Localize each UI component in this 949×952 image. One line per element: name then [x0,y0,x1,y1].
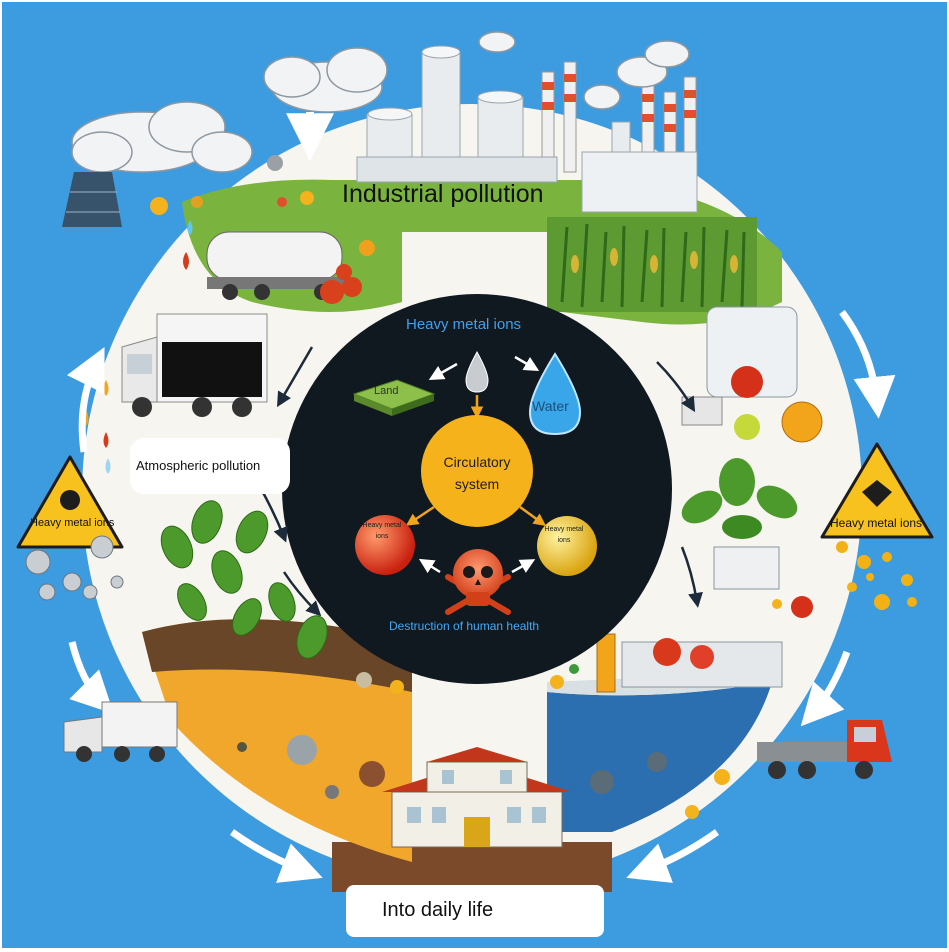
land-tile [352,379,436,416]
truck-icon [757,720,892,779]
circulatory-system-label: Circulatory system [443,454,511,492]
circulatory-circle [421,415,533,527]
plant-icon [681,458,798,590]
truck-icon [63,701,178,762]
yellow-sphere-label: Heavy metal ions [544,526,584,544]
into-daily-life-label: Into daily life [382,899,494,921]
destruction-label: Destruction of human health [389,619,540,633]
food-table [596,633,783,693]
atmospheric-label-box [130,438,290,494]
plant-icon [160,500,328,659]
center-arrows [405,355,547,574]
yellow-sphere [537,516,597,576]
red-sphere [355,515,415,575]
droplet-icon [465,350,489,393]
warning-sign-icon [16,455,124,549]
warning-sign-icon [820,442,934,539]
cooling-tower [62,172,122,227]
warning-left-label: Heavy metal ions [30,517,115,529]
water-label: Water [532,398,569,414]
truck-icon [121,313,268,417]
land-label: Land [374,385,399,397]
industrial-pollution-title: Industrial pollution [342,180,544,208]
droplet-icon [528,352,582,436]
cloud-icon [71,31,690,173]
soil-section [142,619,412,862]
house-icon [382,747,572,848]
particles-top [150,155,375,270]
cycle-arrows [66,309,896,883]
daily-life-label-box [346,885,604,937]
debris [320,264,362,304]
red-sphere-label: Heavy metal ions [362,522,402,540]
warning-right-label: Heavy metal ions [830,516,923,530]
atmospheric-pollution-label: Atmospheric pollution [136,458,261,473]
fruit-shop [681,306,823,443]
particles-bottom [356,596,813,819]
factory-icon [356,45,698,213]
skull-icon [445,549,511,615]
particles-right [836,541,917,610]
particles-left [25,535,124,601]
heavy-metal-ions-label: Heavy metal ions [406,316,522,333]
truck-icon [206,231,347,300]
cornfield [547,217,757,312]
